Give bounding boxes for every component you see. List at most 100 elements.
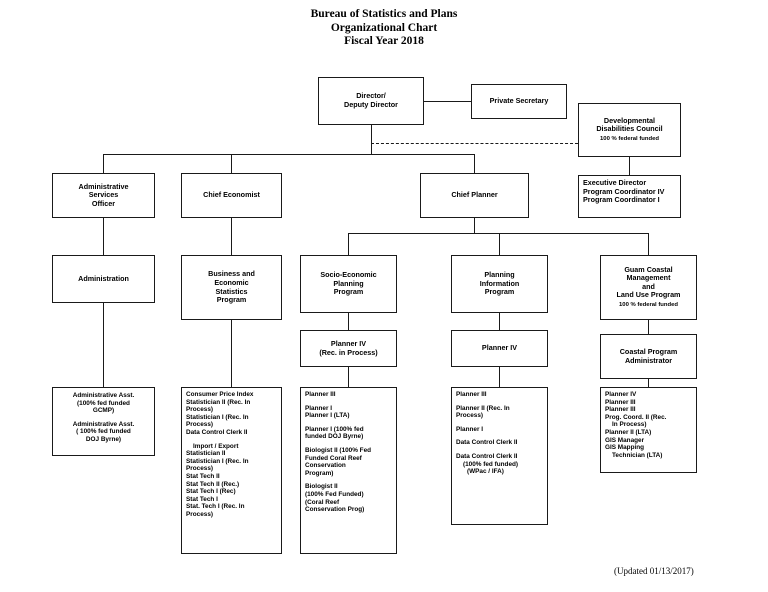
sepp-staff-line-e3: (Coral Reef [305,498,340,506]
sepp-line-2: Planning [333,278,364,288]
node-guam-coastal-management-land-use-program[interactable]: Guam Coastal Management and Land Use Pro… [600,255,697,320]
sepp-planner4-line-1: Planner IV [330,338,367,348]
node-business-economic-statistics-program[interactable]: Business and Economic Statistics Program [181,255,282,320]
besp-staff-ie-line-7: Stat Tech I [186,495,218,503]
connector-coastal-admin-staff [648,379,650,387]
node-planning-information-program[interactable]: Planning Information Program [451,255,548,313]
node-developmental-disabilities-council[interactable]: Developmental Disabilities Council 100 %… [578,103,681,157]
node-ddc-staff[interactable]: Executive Director Program Coordinator I… [578,175,681,218]
director-line-1: Director/ [356,91,386,101]
coastal-staff-line-8: GIS Mapping [605,444,645,452]
sepp-line-1: Socio-Economic [320,270,377,280]
besp-staff-ie-line-6: Stat Tech I (Rec) [186,488,236,496]
connector-bus-pip [499,233,501,255]
besp-staff-ie-line-5: Stat Tech II (Rec.) [186,480,240,488]
director-line-2: Deputy Director [344,100,398,109]
admin-staff-g2-line-1: Administrative Asst. [72,420,135,428]
pip-staff-line-e1: Data Control Clerk II [456,452,518,460]
sepp-staff-line-e2: (100% Fed Funded) [305,490,364,498]
connector-bus-gcmlup [648,233,650,255]
admin-staff-g1-line-2: (100% fed funded [77,399,130,407]
sepp-staff-line-d3: Conservation [305,462,346,470]
pip-staff-line-c1: Planner I [456,425,483,433]
connector-sepp-planner4-staff [348,367,350,387]
coastal-staff-line-7: GIS Manager [605,436,645,444]
node-administrative-services-officer[interactable]: Administrative Services Officer [52,173,155,218]
pip-staff-line-e3: (WPac / IFA) [467,468,504,476]
connector-planner-down [474,218,476,233]
node-besp-staff-list[interactable]: Consumer Price Index Statistician II (Re… [181,387,282,554]
admin-staff-g2-line-2: ( 100% fed funded [76,428,131,436]
besp-staff-heading-import-export: Import / Export [193,442,239,450]
connector-bus-aso [103,154,105,173]
coastal-staff-line-9: Technician (LTA) [612,451,663,459]
title-line-2: Organizational Chart [330,21,438,34]
node-director[interactable]: Director/ Deputy Director [318,77,424,125]
connector-gcmlup-coastal-admin [648,320,650,334]
gcmlup-line-3: and [642,281,655,291]
sepp-staff-line-e1: Biologist II [305,483,338,491]
besp-line-4: Program [216,295,247,305]
node-administration[interactable]: Administration [52,255,155,303]
connector-ddc-staff [629,157,631,175]
ddc-line-2: Disabilities Council [596,124,663,134]
besp-line-1: Business and [208,269,255,279]
node-administration-staff-list[interactable]: Administrative Asst. (100% fed funded GC… [52,387,155,456]
node-coastal-program-administrator[interactable]: Coastal Program Administrator [600,334,697,379]
ddc-staff-line-3: Program Coordinator I [583,195,660,205]
node-pip-staff-list[interactable]: Planner III Planner II (Rec. In Process)… [451,387,548,525]
sepp-staff-line-c1: Planner I (100% fed [305,425,364,433]
besp-staff-heading-cpi: Consumer Price Index [186,391,254,398]
besp-staff-ie-line-2: Statistician I (Rec. In [186,457,249,465]
title-line-1: Bureau of Statistics and Plans [310,8,458,20]
sepp-line-3: Program [333,287,364,297]
ddc-funding-note: 100 % federal funded [600,135,659,142]
aso-line-1: Administrative [78,181,129,191]
connector-sepp-planner4 [348,313,350,330]
node-pip-planner-iv[interactable]: Planner IV [451,330,548,367]
node-coastal-staff-list[interactable]: Planner IV Planner III Planner III Prog.… [600,387,697,473]
node-chief-planner[interactable]: Chief Planner [420,173,529,218]
admin-staff-g1-line-1: Administrative Asst. [72,392,135,399]
ddc-staff-line-1: Executive Director [583,178,647,187]
node-chief-economist[interactable]: Chief Economist [181,173,282,218]
connector-row1-bus [103,154,475,156]
sepp-staff-line-b2: Planner I (LTA) [305,412,350,420]
coastal-admin-line-1: Coastal Program [619,346,678,356]
connector-planner-bus [348,233,648,235]
connector-director-stub [371,125,373,143]
node-sepp-staff-list[interactable]: Planner III Planner I Planner I (LTA) Pl… [300,387,397,554]
pip-staff-line-a1: Planner III [456,391,487,398]
pip-planner4-label: Planner IV [481,343,518,353]
connector-pip-planner4 [499,313,501,330]
ddc-staff-line-2: Program Coordinator IV [583,186,665,196]
connector-director-secretary [424,101,471,103]
node-sepp-planner-iv[interactable]: Planner IV (Rec. in Process) [300,330,397,367]
pip-staff-line-e2: (100% fed funded) [463,460,519,468]
connector-aso-administration [103,218,105,255]
title-line-3: Fiscal Year 2018 [344,35,424,47]
node-socio-economic-planning-program[interactable]: Socio-Economic Planning Program [300,255,397,313]
sepp-staff-line-b1: Planner I [305,404,332,412]
sepp-staff-line-d4: Program) [305,469,334,477]
connector-pip-planner4-staff [499,367,501,387]
node-private-secretary[interactable]: Private Secretary [471,84,567,119]
connector-director-ddc-dashed [371,143,578,144]
pip-staff-line-d1: Data Control Clerk II [456,439,518,447]
connector-economist-besp [231,218,233,255]
gcmlup-line-4: Land Use Program [616,290,681,300]
sepp-staff-line-a1: Planner III [305,391,336,398]
pip-line-1: Planning [484,270,515,280]
page-title: Bureau of Statistics and Plans Organizat… [0,8,768,49]
pip-staff-line-b1: Planner II (Rec. In [456,404,510,412]
besp-staff-ie-line-4: Stat Tech II [186,472,220,480]
besp-staff-cpi-line-2: Process) [186,406,213,414]
sepp-staff-line-c2: funded DOJ Byrne) [305,433,364,441]
besp-staff-ie-line-9: Process) [186,510,213,518]
connector-director-down [371,143,373,154]
besp-line-3: Statistics [215,286,248,296]
besp-staff-cpi-line-3: Statistician I (Rec. In [186,413,249,421]
pip-line-3: Program [484,287,515,297]
coastal-staff-line-3: Planner III [605,406,636,414]
